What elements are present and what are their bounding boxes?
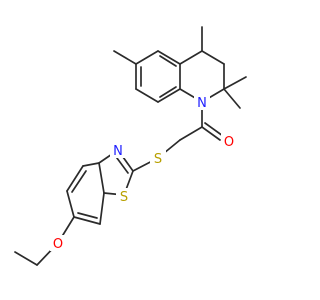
nitrogen-atom-quinoline: N <box>197 96 207 111</box>
bond <box>201 126 221 141</box>
bond <box>66 190 75 218</box>
bond <box>201 50 225 65</box>
bond <box>113 50 137 65</box>
bond <box>157 88 181 103</box>
bond <box>98 162 105 194</box>
oxygen-atom-ether: O <box>53 237 63 252</box>
atom-background <box>110 142 126 158</box>
bond <box>99 192 105 225</box>
bond <box>135 50 159 65</box>
bond <box>82 162 100 167</box>
atom-background <box>150 150 166 166</box>
bond <box>223 88 241 109</box>
molecule-structure: N O S N S O <box>14 26 247 266</box>
bond <box>179 126 203 141</box>
bond <box>14 251 38 266</box>
atom-background <box>116 188 132 204</box>
bond <box>77 212 98 219</box>
nitrogen-atom-thiazole: N <box>113 144 123 159</box>
atom-background <box>194 94 210 110</box>
bond <box>135 88 159 103</box>
sulfur-atom-thiazole: S <box>120 190 128 205</box>
molecule-canvas: N O S N S O <box>14 26 247 266</box>
bond <box>179 50 203 65</box>
bond <box>204 122 224 137</box>
sulfur-atom-thioether: S <box>154 152 162 167</box>
atom-background <box>221 133 237 149</box>
atom-background <box>50 235 66 251</box>
bond <box>66 165 84 192</box>
oxygen-atom-carbonyl: O <box>224 135 234 150</box>
bond <box>73 216 101 225</box>
bond <box>71 170 87 193</box>
bond <box>159 55 177 67</box>
bond <box>157 50 181 65</box>
bond <box>223 76 247 90</box>
bond <box>159 86 177 98</box>
